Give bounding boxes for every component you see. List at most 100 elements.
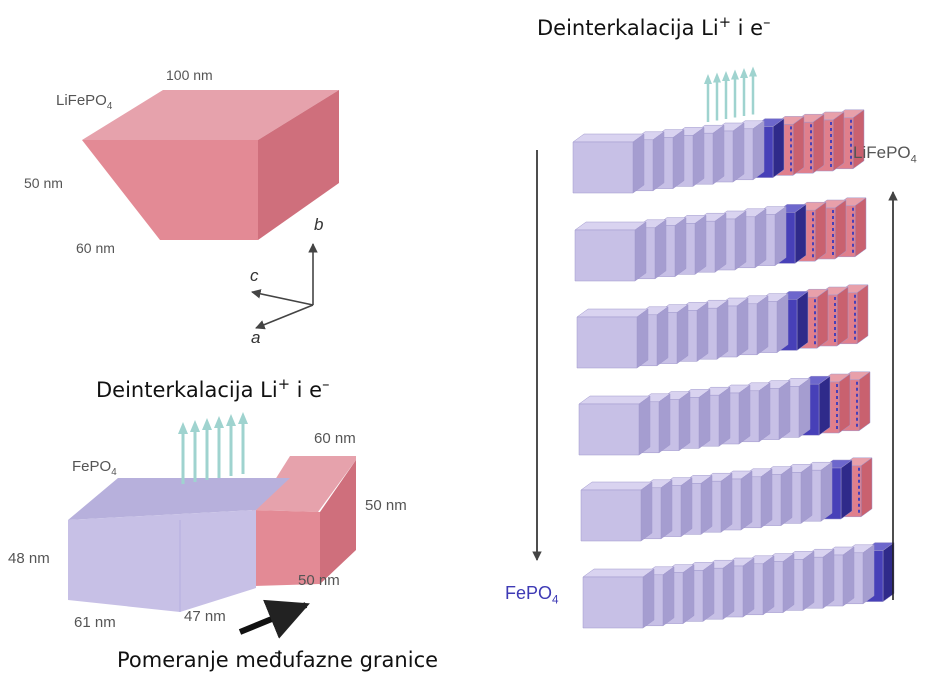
stack-row-3-plate-6-side bbox=[736, 297, 749, 358]
stack-row-2-plate-4-side bbox=[694, 214, 707, 275]
top-length-label: 100 nm bbox=[166, 67, 213, 83]
stack-row-2-plate-3-side bbox=[674, 217, 687, 278]
stack-row-4-plate-9-side bbox=[798, 377, 811, 438]
stack-row-2-plate-8-side bbox=[774, 206, 787, 267]
top-crystal-top-face bbox=[82, 90, 339, 140]
bottom-lav-front-face bbox=[68, 510, 256, 612]
top-formula: LiFePO4 bbox=[56, 92, 112, 112]
bottom-crystal bbox=[68, 412, 356, 639]
stack-row-3-plate-1-front bbox=[576, 316, 638, 369]
stack-row-6-plate-9-side bbox=[802, 550, 815, 611]
stack-row-1-plate-1-side bbox=[632, 133, 645, 194]
stack-row-4-plate-4-side bbox=[698, 388, 711, 449]
stack-row-6-plate-7-side bbox=[762, 555, 775, 616]
stack-row-2-plate-6-side bbox=[734, 210, 747, 271]
stack-row-6-plate-11-side bbox=[842, 546, 855, 607]
bottom-deintercalation-arrowhead-2 bbox=[190, 420, 200, 432]
bottom-red-top-face bbox=[256, 456, 356, 512]
stack-top-formula-text: LiFePO bbox=[853, 143, 911, 162]
stack-row-2-plate-7-side bbox=[754, 208, 767, 269]
stack-row-6-plate-12-side bbox=[862, 544, 875, 605]
left-heading: Deinterkalacija Li+ i e– bbox=[96, 376, 329, 402]
stack-row-1-plate-7-side bbox=[752, 120, 765, 181]
bottom-deintercalation-arrowhead-4 bbox=[214, 416, 224, 428]
bottom-mid-width-label: 47 nm bbox=[184, 608, 226, 625]
stack-row-1-plate-8-side bbox=[772, 118, 785, 179]
right-heading-text: Deinterkalacija Li bbox=[537, 16, 719, 40]
bottom-deintercalation-arrowhead-1 bbox=[178, 422, 188, 434]
stack-row-3-plate-12-side bbox=[856, 284, 869, 345]
stack-row-2-plate-10-side bbox=[814, 201, 827, 262]
stack-bottom-formula: FePO4 bbox=[505, 583, 559, 607]
stack-deintercalation-arrowhead-1 bbox=[704, 74, 712, 84]
top-depth-label: 60 nm bbox=[76, 240, 115, 256]
stack-row-5-plate-9-side bbox=[800, 463, 813, 524]
stack-row-5-plate-11-side bbox=[840, 459, 853, 520]
stack-deintercalation-arrowhead-2 bbox=[713, 72, 721, 83]
axis-b-label: b bbox=[314, 215, 324, 234]
stack-row-3-plate-2-side bbox=[656, 306, 669, 367]
stack-row-2-plate-1-side bbox=[634, 221, 647, 282]
stack-row-3-plate-1-top bbox=[576, 308, 649, 318]
right-heading-mid: i e bbox=[731, 16, 764, 40]
stack-row-6-plate-8-side bbox=[782, 553, 795, 614]
left-heading-sup-plus: + bbox=[277, 376, 290, 393]
bottom-formula: FePO4 bbox=[72, 458, 117, 478]
bottom-red-front-face bbox=[252, 510, 320, 586]
top-height-label: 50 nm bbox=[24, 175, 63, 191]
left-heading-mid: i e bbox=[290, 378, 323, 402]
stack-row-4-plate-3-side bbox=[678, 391, 691, 452]
stack-row-4-plate-7-side bbox=[758, 382, 771, 443]
stack-row-5-plate-12-side bbox=[860, 457, 873, 518]
stack-row-4-plate-2-side bbox=[658, 393, 671, 454]
stack-row-5-plate-7-side bbox=[760, 468, 773, 529]
stack-row-4-plate-8-side bbox=[778, 380, 791, 441]
stack-row-2-plate-11-side bbox=[834, 199, 847, 260]
stack-row-3-plate-9-side bbox=[796, 290, 809, 351]
bottom-arrow-group bbox=[178, 412, 248, 484]
stack-row-2-plate-1-front bbox=[574, 229, 636, 282]
bottom-deintercalation-arrowhead-3 bbox=[202, 418, 212, 430]
stack-row-5-plate-4-side bbox=[700, 474, 713, 535]
left-heading-sup-minus: – bbox=[322, 376, 330, 393]
stack-row-5-plate-10-side bbox=[820, 461, 833, 522]
top-formula-text: LiFePO bbox=[56, 92, 107, 109]
axis-a-arrow bbox=[255, 304, 314, 330]
stack-row-6-plate-1-top bbox=[582, 568, 655, 578]
stack-row-5-plate-2-side bbox=[660, 479, 673, 540]
stack-row-3-plate-10-side bbox=[816, 288, 829, 349]
bottom-deintercalation-arrowhead-5 bbox=[226, 414, 236, 426]
bottom-caption: Pomeranje međufazne granice bbox=[117, 648, 439, 672]
axis-c-label: c bbox=[250, 266, 259, 285]
bottom-deintercalation-arrowhead-6 bbox=[238, 412, 248, 424]
crystal-stack bbox=[572, 66, 895, 629]
stack-row-6-plate-1-side bbox=[642, 568, 655, 629]
top-formula-sub: 4 bbox=[106, 101, 113, 112]
stack-bottom-formula-text: FePO bbox=[505, 583, 553, 603]
stack-row-4-plate-12-side bbox=[858, 371, 871, 432]
stack-bottom-formula-sub: 4 bbox=[552, 593, 559, 607]
bottom-front-height-label: 48 nm bbox=[8, 550, 50, 567]
bottom-red-width-label: 50 nm bbox=[298, 572, 340, 589]
axis-a-label: a bbox=[251, 328, 261, 347]
stack-row-3-plate-5-side bbox=[716, 299, 729, 360]
stack-row-1-plate-10-side bbox=[812, 113, 825, 174]
stack-row-1-plate-5-side bbox=[712, 124, 725, 185]
stack-row-2-plate-12-side bbox=[854, 197, 867, 258]
stack-row-4-plate-1-front bbox=[578, 403, 640, 456]
stack-row-3-plate-7-side bbox=[756, 295, 769, 356]
stack-row-1-plate-4-side bbox=[692, 126, 705, 187]
stack-row-3-plate-8-side bbox=[776, 293, 789, 354]
stack-row-5-plate-6-side bbox=[740, 470, 753, 531]
stack-row-5-plate-8-side bbox=[780, 466, 793, 527]
stack-top-formula-sub: 4 bbox=[910, 153, 917, 166]
stack-deintercalation-arrowhead-6 bbox=[749, 66, 757, 77]
stack-row-6-plate-5-side bbox=[722, 559, 735, 620]
stack-row-4-plate-11-side bbox=[838, 373, 851, 434]
left-heading-text: Deinterkalacija Li bbox=[96, 378, 278, 402]
right-heading-sup-plus: + bbox=[718, 14, 731, 31]
stack-row-2-plate-1-top bbox=[574, 221, 647, 231]
top-crystal-side-face bbox=[258, 90, 339, 240]
top-crystal bbox=[82, 90, 339, 240]
